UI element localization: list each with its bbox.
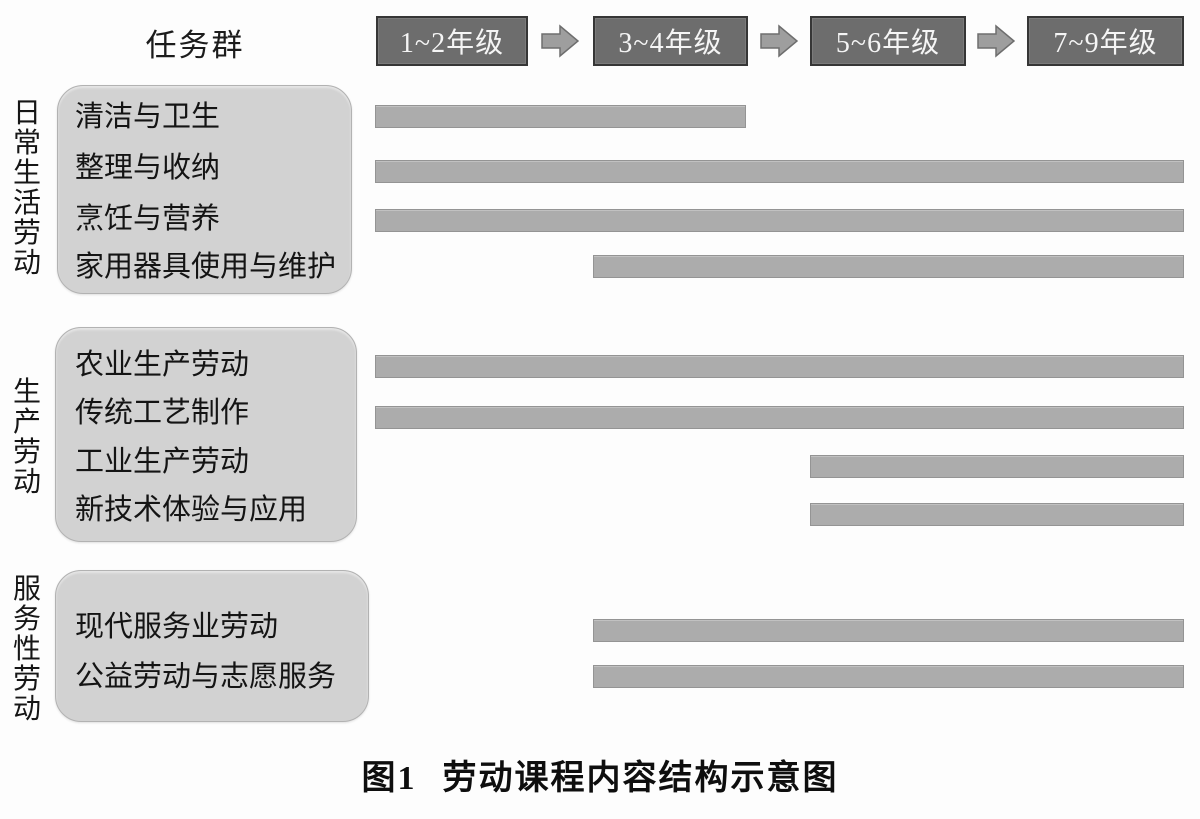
task-item-label: 公益劳动与志愿服务 bbox=[75, 661, 337, 693]
grade-span-bar bbox=[375, 355, 1184, 378]
task-item-label: 整理与收纳 bbox=[75, 152, 221, 184]
grade-span-bar bbox=[810, 455, 1184, 478]
category-label-service: 服务性劳动 bbox=[12, 574, 41, 725]
task-item-label: 家用器具使用与维护 bbox=[75, 251, 337, 283]
grade-span-bar bbox=[593, 665, 1184, 688]
grade-box-label: 3~4年级 bbox=[618, 28, 723, 59]
task-item-label: 现代服务业劳动 bbox=[75, 611, 279, 643]
task-item-label: 新技术体验与应用 bbox=[75, 494, 308, 526]
task-item-label: 烹饪与营养 bbox=[75, 203, 221, 235]
grade-span-bar bbox=[375, 406, 1184, 429]
grade-span-bar bbox=[593, 255, 1184, 278]
task-item-label: 农业生产劳动 bbox=[75, 349, 250, 381]
category-label-daily-life: 日常生活劳动 bbox=[12, 98, 41, 279]
arrow-right-icon bbox=[541, 24, 579, 58]
group-box-service bbox=[55, 570, 369, 722]
group-box-daily-life bbox=[57, 85, 352, 294]
grade-span-bar bbox=[810, 503, 1184, 526]
grade-box-label: 7~9年级 bbox=[1053, 28, 1158, 59]
arrow-right-icon bbox=[760, 24, 798, 58]
figure-caption-title: 劳动课程内容结构示意图 bbox=[442, 760, 839, 797]
grade-box-5-6: 5~6年级 bbox=[810, 16, 966, 66]
task-item-label: 传统工艺制作 bbox=[75, 397, 250, 429]
grade-box-3-4: 3~4年级 bbox=[593, 16, 748, 66]
grade-span-bar bbox=[593, 619, 1184, 642]
grade-span-bar bbox=[375, 209, 1184, 232]
task-group-header-label: 任务群 bbox=[145, 28, 245, 63]
figure-caption-number: 图1 bbox=[361, 760, 417, 797]
grade-box-label: 1~2年级 bbox=[399, 28, 505, 59]
grade-box-label: 5~6年级 bbox=[835, 28, 941, 59]
group-box-production bbox=[55, 327, 357, 542]
grade-box-1-2: 1~2年级 bbox=[376, 16, 528, 66]
grade-span-bar bbox=[375, 160, 1184, 183]
arrow-right-icon bbox=[977, 24, 1015, 58]
figure-caption: 图1 劳动课程内容结构示意图 bbox=[0, 750, 1200, 799]
task-item-label: 工业生产劳动 bbox=[75, 446, 250, 478]
category-label-production: 生产劳动 bbox=[12, 377, 41, 498]
grade-box-7-9: 7~9年级 bbox=[1027, 16, 1184, 66]
grade-span-bar bbox=[375, 105, 746, 128]
task-item-label: 清洁与卫生 bbox=[75, 101, 221, 133]
